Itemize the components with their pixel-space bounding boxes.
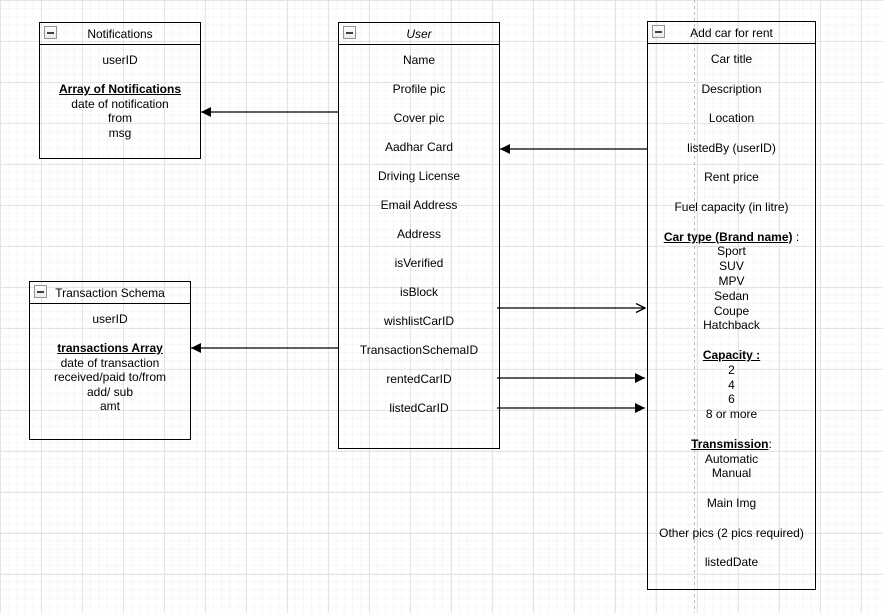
entity-user-header: User [339,23,499,45]
entity-add-car-for-rent[interactable]: Add car for rent Car title Description L… [647,21,816,590]
blank-line [339,271,499,286]
field-line: Fuel capacity (in litre) [674,199,789,214]
field-line: Other pics (2 pics required) [659,525,804,540]
minus-glyph [346,31,353,34]
field-line: userID [92,312,128,326]
field-line: 8 or more [705,407,758,422]
field-line: msg [108,125,132,140]
entity-notifications[interactable]: Notifications userID Array of Notificati… [39,22,201,159]
collapse-icon[interactable] [34,285,47,298]
blank-line [339,213,499,228]
field-line: Rent price [704,170,759,185]
field-line: Driving License [377,169,461,183]
field-line: Car title [710,52,753,66]
field-line: isVerified [394,256,444,270]
minus-glyph [655,30,662,33]
minus-glyph [47,31,54,34]
entity-user-fields: Name Profile pic Cover pic Aadhar Card D… [339,45,499,416]
collapse-icon[interactable] [652,25,665,38]
field-line: Sport [717,244,746,259]
blank-line [339,358,499,373]
field-line: Capacity : [702,347,761,362]
field-line: isBlock [399,285,438,299]
blank-line [648,215,815,230]
field-line: transactions Array [57,341,163,355]
blank-line [648,422,815,437]
blank-line [339,126,499,141]
entity-transaction-schema-title: Transaction Schema [55,285,165,300]
field-line: received/paid to/from [53,370,167,384]
blank-line [339,68,499,83]
blank-line [30,327,190,342]
field-line: Address [396,227,442,241]
entity-notifications-header: Notifications [40,23,200,45]
blank-line [339,97,499,112]
field-line: add/ sub [86,384,134,399]
collapse-icon[interactable] [44,26,57,39]
field-line: SUV [719,259,744,274]
blank-line [40,68,200,83]
field-line: Transmission: [691,436,772,451]
field-line: 2 [728,362,735,377]
field-line: TransactionSchemaID [359,343,479,357]
field-line: Automatic [704,451,759,466]
field-line: 6 [728,392,735,407]
field-line: Main Img [706,495,757,510]
field-line: date of transaction [60,355,160,370]
entity-user-title: User [406,26,432,41]
field-line: Aadhar Card [384,140,454,154]
blank-line [339,184,499,199]
entity-add-car-for-rent-header: Add car for rent [648,22,815,44]
field-line: 4 [728,377,735,392]
entity-add-car-for-rent-title: Add car for rent [690,25,773,40]
field-line: Name [402,53,435,67]
blank-line [339,155,499,170]
blank-line [648,481,815,496]
field-line: MPV [718,273,745,288]
field-line: userID [102,53,138,67]
field-line: date of notification [71,96,169,111]
field-line: listedBy (userID) [687,140,776,155]
blank-line [648,126,815,141]
field-line: wishlistCarID [383,314,454,328]
blank-line [648,96,815,111]
entity-user[interactable]: User Name Profile pic Cover pic Aadhar C… [338,22,500,449]
field-line: listedCarID [389,401,449,415]
collapse-icon[interactable] [343,26,356,39]
field-line: Hatchback [703,318,760,333]
entity-add-car-for-rent-fields: Car title Description Location listedBy … [648,44,815,570]
field-line: from [108,111,132,125]
field-line: Description [701,81,762,96]
field-line: rentedCarID [386,372,452,386]
field-line: Cover pic [393,111,445,125]
entity-transaction-schema-header: Transaction Schema [30,282,190,304]
field-line: Profile pic [392,82,446,96]
blank-line [339,300,499,315]
field-line: Email Address [380,198,458,212]
field-line: Array of Notifications [58,82,181,96]
blank-line [648,540,815,555]
blank-line [648,67,815,82]
field-line: listedDate [704,555,759,570]
blank-line [339,329,499,344]
field-line: Manual [711,466,752,481]
blank-line [648,333,815,348]
field-line: amt [99,399,120,413]
entity-transaction-schema[interactable]: Transaction Schema userID transactions A… [29,281,191,440]
blank-line [648,185,815,200]
minus-glyph [37,290,44,293]
field-line: Coupe [713,303,750,318]
field-line: Sedan [714,288,749,303]
field-line: Car type (Brand name) : [663,229,800,244]
blank-line [339,387,499,402]
blank-line [648,156,815,171]
field-line: Location [708,111,755,126]
entity-notifications-title: Notifications [87,26,153,41]
blank-line [339,242,499,257]
blank-line [648,511,815,526]
